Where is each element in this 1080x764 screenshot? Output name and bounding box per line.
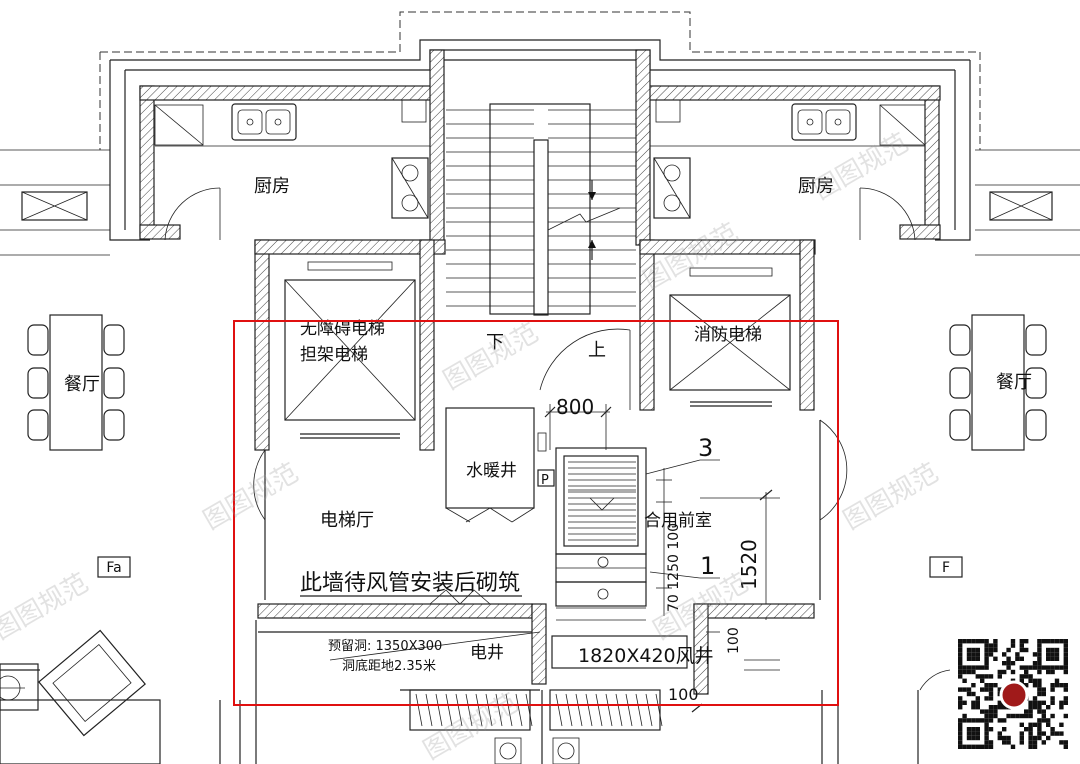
label-kitchen-left: 厨房 [254, 176, 290, 197]
dim-label-800: 800 [556, 395, 594, 419]
left-kitchen-walls [109, 39, 970, 246]
label-dining-right: 餐厅 [996, 372, 1032, 393]
hall-doors [253, 328, 848, 600]
kitchen-counters [154, 104, 926, 147]
index-label-1: 1 [700, 552, 715, 580]
air-duct [551, 447, 688, 669]
stove-right [653, 157, 691, 219]
watermark-text: 图图规范 [419, 688, 524, 764]
stairwell [444, 59, 636, 316]
dim-label-1520: 1520 [737, 539, 761, 590]
elevator-fire-shaft [639, 239, 816, 411]
qr-code[interactable] [955, 636, 1073, 754]
window-left [21, 191, 88, 221]
index-leaders [645, 459, 720, 616]
label-kitchen-right: 厨房 [798, 176, 834, 197]
stove-left [391, 157, 429, 219]
label-elevator-stretcher: 担架电梯 [300, 345, 368, 365]
watermark-text: 图图规范 [839, 458, 944, 536]
dim-label-100: 100 [668, 685, 699, 704]
small-fixtures [401, 99, 681, 123]
label-elevator-hall: 电梯厅 [320, 510, 374, 531]
sink-right [791, 103, 857, 141]
watermark-text: 图图规范 [0, 568, 94, 646]
label-shared-anteroom: 合用前室 [644, 511, 712, 531]
label-hole-height: 洞底距地2.35米 [342, 658, 436, 674]
dim-label-vertical-stack: 70 1250 100 [666, 523, 682, 612]
label-stair-up: 上 [588, 340, 606, 361]
elevator-accessible-shaft [254, 239, 446, 451]
dimension-800 [544, 404, 612, 450]
label-duct-size: 1820X420风井 [578, 645, 714, 667]
label-dining-left: 餐厅 [64, 374, 100, 395]
roof-outline [99, 11, 981, 150]
window-right [989, 191, 1053, 221]
qr-logo-icon [999, 680, 1029, 710]
label-stair-down: 下 [486, 332, 504, 353]
watermark-text: 图图规范 [439, 318, 544, 396]
dining-table-left [27, 314, 125, 451]
right-kitchen-walls [635, 49, 971, 246]
axis-marker-fa: Fa [97, 556, 131, 578]
lower-walls [257, 589, 815, 695]
label-elevator-accessible: 无障碍电梯 [300, 319, 385, 339]
bottom-grilles [409, 689, 663, 764]
label-reserved-hole: 预留洞: 1350X300 [328, 639, 442, 654]
label-electric-shaft: 电井 [470, 643, 504, 663]
watermark-text: 图图规范 [199, 458, 304, 536]
dimension-100 [691, 631, 780, 713]
water-shaft [445, 407, 555, 523]
index-label-3: 3 [698, 434, 713, 462]
axis-marker-f: F [929, 556, 963, 578]
dim-label-100-vertical: 100 [726, 627, 742, 654]
label-fire-elevator: 消防电梯 [694, 325, 762, 345]
axis-label-fa: Fa [106, 560, 121, 576]
kitchen-doors [164, 187, 916, 241]
label-water-shaft: 水暖井 [466, 461, 517, 481]
lower-right-structure [821, 669, 951, 764]
highlight-box [233, 320, 839, 706]
dining-table-right [949, 314, 1047, 451]
exterior-lines [0, 149, 1080, 256]
lower-left-structure [0, 620, 257, 764]
label-p: P [541, 473, 549, 488]
label-wall-note: 此墙待风管安装后砌筑 [300, 571, 520, 596]
axis-label-f: F [942, 560, 950, 576]
sink-left [231, 103, 297, 141]
